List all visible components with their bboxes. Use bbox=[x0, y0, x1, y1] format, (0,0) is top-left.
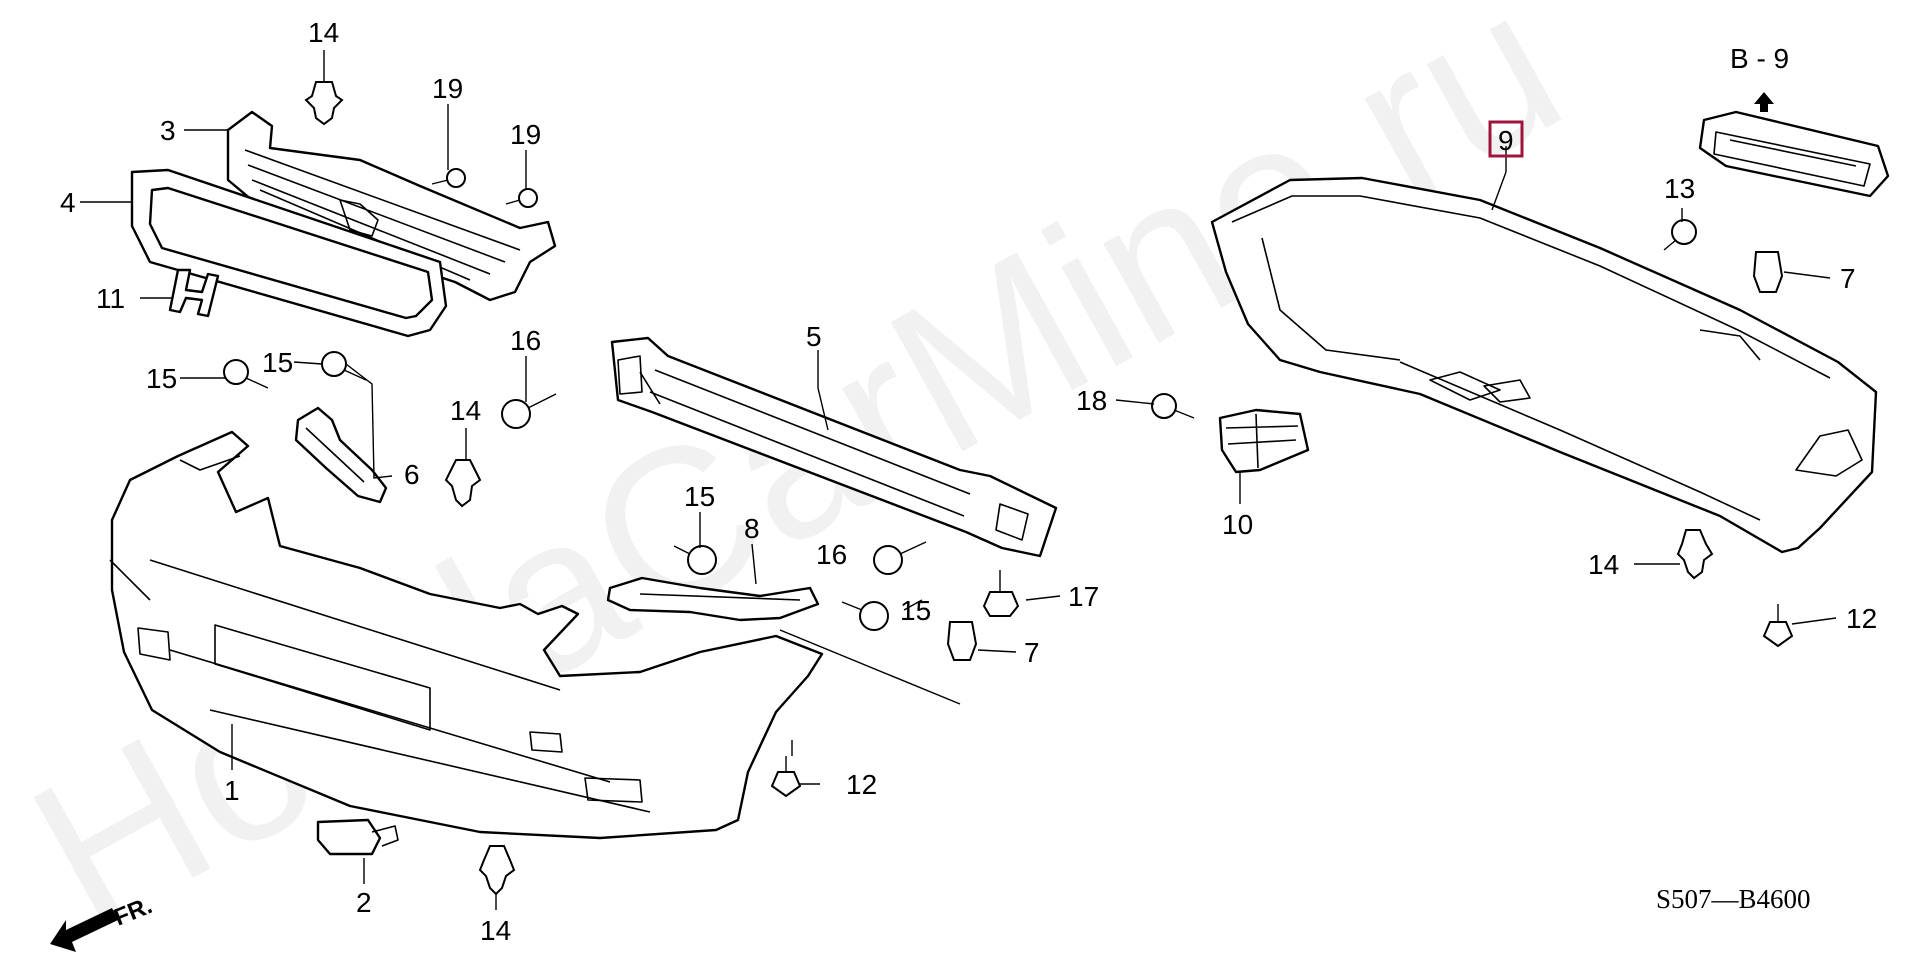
callout-7-b[interactable]: 7 bbox=[1840, 263, 1856, 294]
screw-12-a[interactable] bbox=[770, 756, 802, 798]
callout-11[interactable]: 11 bbox=[96, 283, 125, 314]
callout-2[interactable]: 2 bbox=[356, 887, 372, 918]
callout-15-a[interactable]: 15 bbox=[146, 363, 177, 394]
bolt-16-b[interactable] bbox=[873, 541, 927, 575]
front-bumper[interactable] bbox=[109, 430, 824, 840]
callout-12-a[interactable]: 12 bbox=[846, 769, 877, 800]
clip-7-a[interactable] bbox=[946, 621, 978, 661]
callout-15-b[interactable]: 15 bbox=[262, 347, 293, 378]
bolt-15-c[interactable] bbox=[673, 545, 717, 575]
reference-label: B - 9 bbox=[1730, 43, 1789, 74]
clip-7-b[interactable] bbox=[1752, 251, 1784, 293]
callout-14-b[interactable]: 14 bbox=[450, 395, 481, 426]
callout-7-a[interactable]: 7 bbox=[1024, 637, 1040, 668]
callout-5[interactable]: 5 bbox=[806, 321, 822, 352]
vent-duct[interactable] bbox=[1698, 110, 1890, 198]
bolt-15-a[interactable] bbox=[223, 359, 269, 389]
screw-12-b[interactable] bbox=[1762, 604, 1794, 648]
callout-18[interactable]: 18 bbox=[1076, 385, 1107, 416]
callout-1[interactable]: 1 bbox=[224, 775, 240, 806]
callout-3[interactable]: 3 bbox=[160, 115, 176, 146]
clip-14-b[interactable] bbox=[444, 459, 482, 508]
reference-arrow bbox=[1754, 92, 1774, 112]
bolt-19-a[interactable] bbox=[431, 168, 466, 188]
grille-molding[interactable] bbox=[130, 168, 448, 338]
rear-bracket[interactable] bbox=[1218, 408, 1310, 474]
callout-17[interactable]: 17 bbox=[1068, 581, 1099, 612]
callouts: 3 4 11 14 19 19 15 15 6 16 14 5 15 8 16 … bbox=[60, 17, 1877, 946]
callout-13[interactable]: 13 bbox=[1664, 173, 1695, 204]
side-spacer[interactable] bbox=[606, 576, 820, 622]
tow-hook-cover[interactable] bbox=[316, 818, 399, 856]
callout-9[interactable]: 9 bbox=[1498, 125, 1514, 156]
callout-19-a[interactable]: 19 bbox=[432, 73, 463, 104]
callout-15-c[interactable]: 15 bbox=[684, 481, 715, 512]
callout-15-d[interactable]: 15 bbox=[900, 595, 931, 626]
callout-6[interactable]: 6 bbox=[404, 459, 420, 490]
callout-19-b[interactable]: 19 bbox=[510, 119, 541, 150]
bolt-13[interactable] bbox=[1663, 219, 1697, 251]
callout-4[interactable]: 4 bbox=[60, 187, 76, 218]
bumper-beam[interactable] bbox=[610, 336, 1058, 558]
callout-10[interactable]: 10 bbox=[1222, 509, 1253, 540]
callout-8[interactable]: 8 bbox=[744, 513, 760, 544]
bolt-17[interactable] bbox=[982, 570, 1020, 617]
bolt-16-a[interactable] bbox=[501, 393, 557, 429]
leader-lines bbox=[80, 50, 1837, 910]
callout-12-b[interactable]: 12 bbox=[1846, 603, 1877, 634]
callout-14-c[interactable]: 14 bbox=[480, 915, 511, 946]
callout-16-b[interactable]: 16 bbox=[816, 539, 847, 570]
bolt-18[interactable] bbox=[1151, 393, 1195, 419]
bolt-19-b[interactable] bbox=[505, 188, 538, 208]
h-emblem[interactable] bbox=[168, 268, 220, 318]
bolt-15-b[interactable] bbox=[321, 351, 367, 381]
clip-14-c[interactable] bbox=[478, 845, 516, 896]
bracket[interactable] bbox=[294, 406, 388, 504]
callout-14-d[interactable]: 14 bbox=[1588, 549, 1619, 580]
clip-14-a[interactable] bbox=[304, 81, 344, 126]
callout-14-a[interactable]: 14 bbox=[308, 17, 339, 48]
callout-9-highlight bbox=[1488, 120, 1524, 158]
diagram-code: S507—B4600 bbox=[1656, 884, 1811, 914]
callout-16-a[interactable]: 16 bbox=[510, 325, 541, 356]
rear-bumper[interactable] bbox=[1210, 176, 1878, 554]
clip-14-d[interactable] bbox=[1676, 529, 1714, 580]
bolt-15-d[interactable] bbox=[841, 601, 889, 631]
